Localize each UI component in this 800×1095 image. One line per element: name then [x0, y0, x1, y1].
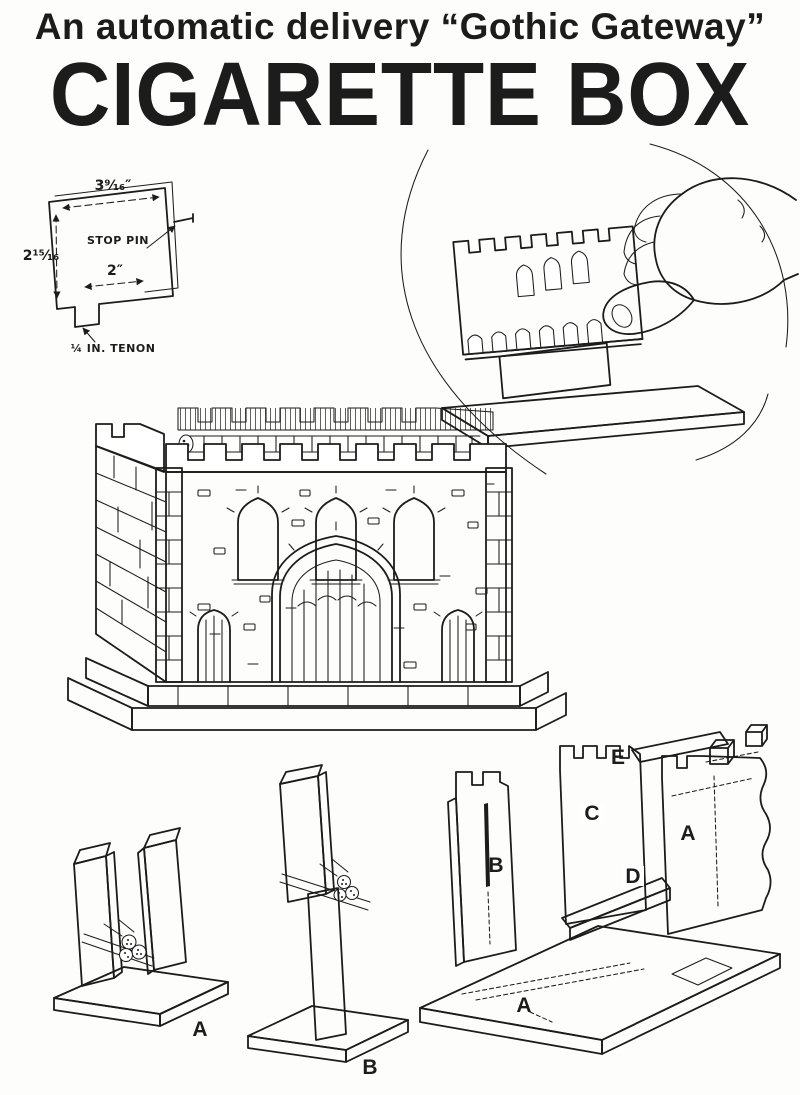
- detail-a-illustration: A: [53, 827, 229, 1041]
- gothic-box-illustration: [67, 407, 567, 731]
- lid-window-2: [543, 257, 563, 291]
- stop-pin: [173, 213, 194, 223]
- hand: [602, 177, 799, 335]
- knuckle-lines: [737, 199, 766, 243]
- lid-arcade: [467, 319, 604, 355]
- front-battlements: [165, 443, 507, 473]
- exploded-panel-a: [661, 751, 772, 935]
- rear-battlements: [177, 407, 494, 431]
- exploded-panel-c: [559, 745, 647, 925]
- detail-a-base-front: [53, 997, 161, 1027]
- label-c-halo: [580, 802, 604, 824]
- exploded-label-a-panel: A: [680, 822, 695, 845]
- stone-texture: [197, 483, 495, 669]
- portcullis-grille: [498, 342, 612, 400]
- plinth: [67, 657, 567, 731]
- panel-outline: [48, 187, 174, 328]
- exploded-view-illustration: B C E D A A: [419, 724, 781, 1055]
- exploded-label-c: C: [584, 802, 599, 825]
- detail-a-left-slab: [73, 842, 123, 987]
- width-dimension-line: [62, 194, 160, 211]
- exploded-base: [419, 925, 781, 1055]
- detail-b-label: B: [362, 1056, 377, 1079]
- exploded-ramp-d: [561, 877, 671, 941]
- right-side-door: [433, 609, 483, 683]
- sweep-arc-bottom: [695, 393, 769, 461]
- page-title: CIGARETTE BOX: [49, 45, 751, 145]
- exploded-strip-e: [631, 731, 729, 763]
- height-dimension-label: 2¹⁵⁄₁₆: [23, 248, 60, 264]
- stop-pin-label: STOP PIN: [87, 234, 149, 247]
- detail-b-illustration: B: [247, 764, 409, 1079]
- right-buttress: [485, 467, 513, 683]
- thumb: [602, 280, 695, 335]
- lid-block: [452, 225, 644, 356]
- detail-b-cigarettes: [319, 858, 360, 902]
- tenon-leader: [82, 327, 96, 343]
- width-dimension-label: 3⁹⁄₁₆″: [95, 178, 132, 194]
- rear-parapet-shading: [178, 408, 493, 430]
- height-dimension-line: [52, 214, 61, 299]
- lid-bottom-edge: [462, 338, 644, 361]
- stop-pin-leader: [146, 225, 176, 249]
- left-side-door: [189, 609, 239, 683]
- exploded-label-d: D: [625, 865, 640, 888]
- stop-pin-diagram: 3⁹⁄₁₆″ 2¹⁵⁄₁₆ STOP PIN 2″ ¼ IN. TENON: [23, 178, 194, 355]
- exploded-label-b: B: [488, 854, 503, 877]
- exploded-label-a-base: A: [516, 994, 531, 1017]
- detail-b-base-front: [247, 1035, 347, 1063]
- side-battlements: [95, 423, 165, 473]
- gothic-doorway: [271, 521, 401, 683]
- sweep-arc-right: [649, 143, 789, 348]
- exploded-label-e: E: [611, 746, 625, 769]
- detail-a-cigarettes: [103, 918, 147, 963]
- detail-b-column: [307, 887, 347, 1041]
- finger-3: [623, 241, 655, 286]
- detail-a-base-right: [159, 981, 229, 1027]
- label-d-halo: [622, 866, 644, 886]
- tenon-width-label: 2″: [107, 263, 123, 279]
- detail-b-base-right: [345, 1019, 409, 1063]
- hand-palm: [653, 177, 799, 305]
- detail-a-right-slab: [137, 827, 187, 975]
- lancet-windows: [226, 485, 446, 585]
- loose-merlon-blocks: [709, 724, 768, 765]
- tenon-width-dimension-line: [84, 278, 144, 290]
- headline: An automatic delivery “Gothic Gateway”: [34, 6, 766, 47]
- thumb-nail: [611, 304, 633, 328]
- finger-1: [633, 193, 683, 243]
- side-wall: [95, 445, 167, 683]
- lid-window-1: [515, 264, 535, 298]
- back-panel-outline: [54, 181, 179, 293]
- castle-lid: [452, 225, 644, 400]
- exploded-panel-b: [447, 771, 517, 967]
- detail-a-label: A: [192, 1018, 207, 1041]
- left-buttress: [155, 467, 183, 683]
- tenon-label: ¼ IN. TENON: [71, 342, 156, 355]
- lid-window-3: [570, 250, 590, 285]
- front-wall: [165, 471, 507, 683]
